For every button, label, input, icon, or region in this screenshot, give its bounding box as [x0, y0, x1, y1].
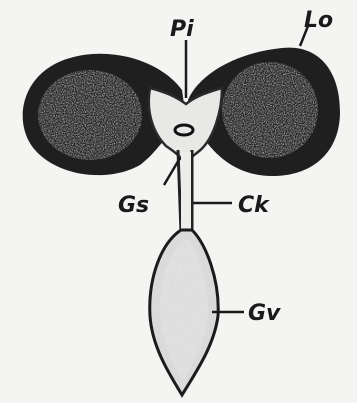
label-gs: Gs: [118, 193, 149, 218]
right-lobe-inner: [222, 62, 318, 158]
left-lobe-inner: [38, 70, 142, 160]
label-pi: Pi: [170, 17, 194, 42]
label-gv: Gv: [248, 301, 281, 326]
label-lo: Lo: [304, 8, 333, 33]
label-ck: Ck: [238, 193, 270, 218]
stalk-fill: [181, 152, 191, 232]
